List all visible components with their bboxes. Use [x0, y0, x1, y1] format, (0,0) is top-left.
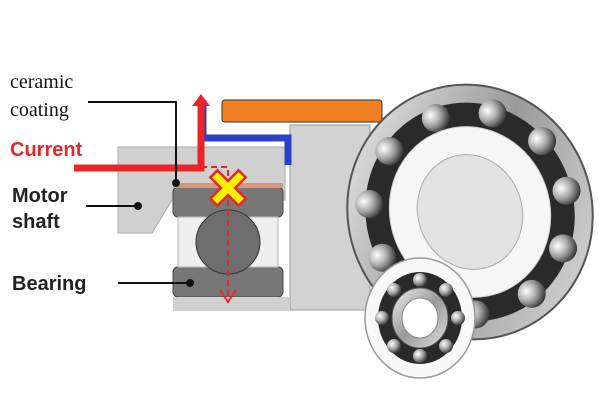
bearing-label: Bearing [12, 273, 86, 295]
shaft-lower [173, 297, 290, 311]
motor-label-1: Motor [12, 185, 68, 207]
blocked-current-dashed-arrow [201, 166, 229, 296]
ceramic-leader [88, 101, 177, 183]
current-label: Current [10, 139, 83, 161]
dashed-arrow-head [219, 289, 237, 304]
ceramic-label-2: coating [10, 99, 69, 121]
orange-part [221, 99, 383, 123]
small-ceramic-bearing [364, 257, 476, 379]
current-arrow-icon [192, 94, 210, 106]
ceramic-label-1: ceramic [10, 71, 73, 93]
motor-label-2: shaft [12, 211, 60, 233]
blocked-current-cross-icon [208, 168, 248, 208]
